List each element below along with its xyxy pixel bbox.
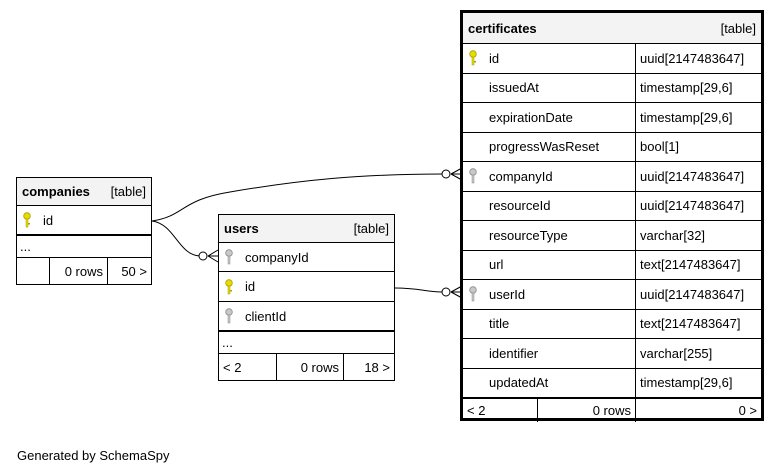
edge-users-certificates bbox=[394, 287, 443, 293]
table-footer: < 2 0 rows 18 > bbox=[219, 354, 394, 380]
table-name: users bbox=[224, 221, 259, 236]
key-placeholder bbox=[463, 251, 483, 280]
primary-key-icon bbox=[463, 44, 483, 73]
table-name: certificates bbox=[468, 20, 537, 36]
foreign-key-icon bbox=[219, 243, 239, 271]
column-name: url bbox=[489, 257, 504, 273]
column-row[interactable]: resourceType varchar[32] bbox=[463, 221, 761, 251]
column-name: progressWasReset bbox=[489, 139, 600, 155]
parents-count[interactable] bbox=[17, 258, 49, 284]
column-name: resourceId bbox=[489, 198, 551, 214]
column-row[interactable]: clientId bbox=[219, 302, 394, 332]
children-count[interactable]: 50 > bbox=[107, 258, 151, 284]
column-name: resourceType bbox=[489, 227, 568, 243]
generated-by-caption: Generated by SchemaSpy bbox=[17, 448, 170, 463]
column-name: identifier bbox=[489, 345, 539, 361]
row-count: 0 rows bbox=[537, 399, 635, 422]
table-tag: [table] bbox=[353, 221, 389, 236]
column-name: id bbox=[245, 279, 256, 294]
key-placeholder bbox=[463, 192, 483, 221]
column-type: timestamp[29,6] bbox=[635, 73, 761, 102]
more-columns: ... bbox=[17, 236, 151, 258]
column-row[interactable]: companyId bbox=[219, 243, 394, 272]
column-row[interactable]: resourceId uuid[2147483647] bbox=[463, 191, 761, 221]
column-name: companyId bbox=[489, 168, 553, 184]
table-footer: 0 rows 50 > bbox=[17, 258, 151, 284]
table-header: companies [table] bbox=[17, 178, 151, 206]
column-name: id bbox=[489, 50, 500, 66]
primary-key-icon bbox=[219, 272, 239, 301]
key-placeholder bbox=[463, 103, 483, 132]
edge-companies-users bbox=[151, 220, 201, 257]
column-name: updatedAt bbox=[489, 375, 549, 391]
column-name: expirationDate bbox=[489, 109, 573, 125]
row-count: 0 rows bbox=[276, 354, 343, 380]
column-name: id bbox=[43, 212, 54, 228]
column-type: text[2147483647] bbox=[635, 309, 761, 338]
parents-count[interactable]: < 2 bbox=[467, 403, 486, 418]
more-columns: ... bbox=[219, 332, 394, 354]
column-type: varchar[255] bbox=[635, 339, 761, 368]
key-placeholder bbox=[463, 221, 483, 250]
edge-crowfoot bbox=[207, 249, 219, 263]
children-count[interactable]: 0 > bbox=[635, 399, 761, 422]
ellipsis: ... bbox=[222, 335, 233, 350]
key-placeholder bbox=[463, 339, 483, 368]
table-tag: [table] bbox=[110, 184, 146, 199]
column-row[interactable]: userId uuid[2147483647] bbox=[463, 280, 761, 310]
foreign-key-icon bbox=[463, 280, 483, 309]
column-type: uuid[2147483647] bbox=[635, 191, 761, 220]
children-count[interactable]: 18 > bbox=[343, 354, 394, 380]
column-type: timestamp[29,6] bbox=[635, 368, 761, 397]
column-name: issuedAt bbox=[489, 80, 539, 96]
column-row[interactable]: companyId uuid[2147483647] bbox=[463, 162, 761, 192]
edge-end-circle bbox=[198, 251, 208, 261]
table-header: certificates [table] bbox=[463, 13, 761, 44]
column-row[interactable]: id bbox=[17, 206, 151, 236]
column-row[interactable]: title text[2147483647] bbox=[463, 309, 761, 339]
table-footer: < 2 0 rows 0 > bbox=[463, 398, 761, 422]
column-type: text[2147483647] bbox=[635, 250, 761, 279]
table-users[interactable]: users [table] companyId id clientId ... … bbox=[218, 214, 395, 381]
column-type: bool[1] bbox=[635, 132, 761, 161]
column-row[interactable]: expirationDate timestamp[29,6] bbox=[463, 103, 761, 133]
key-placeholder bbox=[463, 369, 483, 398]
column-row[interactable]: issuedAt timestamp[29,6] bbox=[463, 73, 761, 103]
column-row[interactable]: progressWasReset bool[1] bbox=[463, 132, 761, 162]
column-type: uuid[2147483647] bbox=[635, 162, 761, 191]
edge-end-circle bbox=[441, 169, 451, 179]
table-companies[interactable]: companies [table] id ... 0 rows 50 > bbox=[16, 177, 152, 285]
column-row[interactable]: id uuid[2147483647] bbox=[463, 44, 761, 74]
column-name: title bbox=[489, 316, 510, 332]
column-type: uuid[2147483647] bbox=[635, 280, 761, 309]
key-placeholder bbox=[463, 310, 483, 339]
column-type: uuid[2147483647] bbox=[635, 44, 761, 73]
foreign-key-icon bbox=[463, 162, 483, 191]
column-name: companyId bbox=[245, 249, 309, 265]
column-row[interactable]: identifier varchar[255] bbox=[463, 339, 761, 369]
key-placeholder bbox=[463, 74, 483, 103]
table-header: users [table] bbox=[219, 215, 394, 243]
column-name: clientId bbox=[245, 308, 287, 324]
column-row[interactable]: id bbox=[219, 272, 394, 302]
row-count: 0 rows bbox=[49, 258, 107, 284]
primary-key-icon bbox=[17, 206, 37, 234]
table-tag: [table] bbox=[720, 20, 756, 36]
edge-companies-certificates bbox=[151, 173, 445, 222]
column-type: timestamp[29,6] bbox=[635, 103, 761, 132]
key-placeholder bbox=[463, 133, 483, 162]
parents-count[interactable]: < 2 bbox=[223, 359, 242, 375]
column-type: varchar[32] bbox=[635, 221, 761, 250]
foreign-key-icon bbox=[219, 302, 239, 330]
column-row[interactable]: url text[2147483647] bbox=[463, 250, 761, 280]
column-name: userId bbox=[489, 286, 526, 302]
column-list: id uuid[2147483647] issuedAt timestamp[29,6… bbox=[463, 44, 761, 398]
edge-end-circle bbox=[441, 287, 451, 297]
table-name: companies bbox=[22, 184, 90, 199]
column-row[interactable]: updatedAt timestamp[29,6] bbox=[463, 368, 761, 398]
ellipsis: ... bbox=[20, 239, 31, 254]
